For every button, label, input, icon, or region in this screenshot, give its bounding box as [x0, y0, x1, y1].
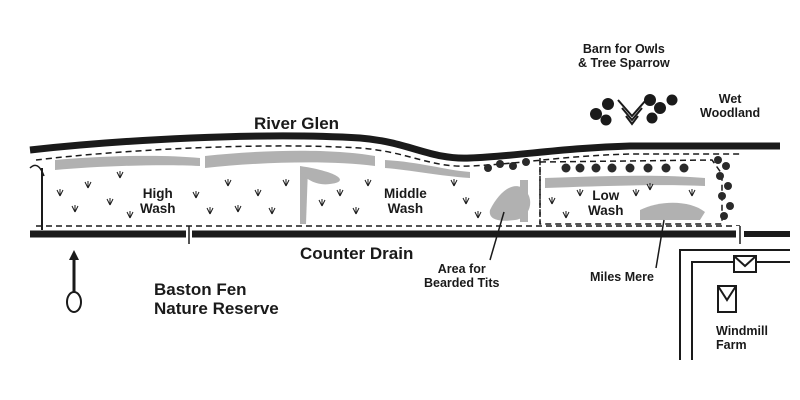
barn-label: Barn for Owls& Tree Sparrow [578, 42, 670, 70]
counter-drain-label: Counter Drain [300, 244, 414, 263]
wet-woodland-area [714, 156, 734, 220]
bearded-tits-leader [489, 211, 505, 261]
north-arrow-icon [66, 250, 82, 313]
miles-mere-label: Miles Mere [590, 270, 654, 284]
miles-mere-leader [655, 219, 665, 269]
reed-icons [56, 171, 696, 219]
river-glen-bank [29, 132, 780, 162]
building-icon [717, 255, 757, 313]
marsh-areas [55, 150, 705, 224]
west-inlet [29, 164, 45, 177]
farm-road [679, 249, 790, 360]
tree-icon [590, 94, 678, 126]
scrub-dots [484, 158, 689, 173]
river-glen-dash [35, 145, 740, 167]
river-glen-label: River Glen [254, 114, 340, 133]
barn-icon [617, 99, 647, 126]
